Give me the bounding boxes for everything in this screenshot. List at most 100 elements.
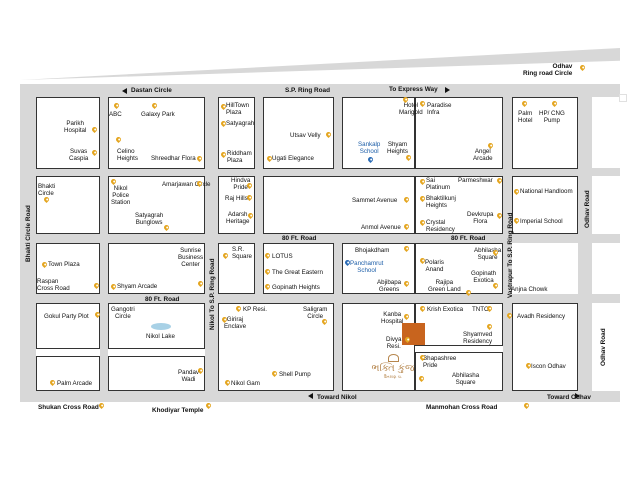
place-label: Galaxy Park — [141, 111, 175, 118]
place-label: Anmol Avenue — [361, 224, 401, 231]
place-label: LOTUS — [272, 253, 293, 260]
place-label: Shyam Heights — [387, 141, 408, 155]
place-label: Pandav Wadi — [178, 369, 199, 383]
road-label: Dastan Circle — [131, 87, 172, 94]
toward-nikol-road — [20, 391, 620, 402]
block — [415, 176, 503, 234]
block — [415, 352, 503, 391]
place-label: Anjna Chowk — [511, 286, 548, 293]
road-label: To Express Way — [389, 86, 438, 93]
place-label: Shyamved Residency — [463, 331, 493, 345]
road-label: Odhav Road — [600, 328, 607, 366]
place-label: Bhaktilkunj Heights — [426, 195, 456, 209]
place-label: Suvas Caspia — [69, 148, 89, 162]
location-pin-icon[interactable] — [578, 63, 587, 72]
road-label: Nikol To S.P. Ring Road — [209, 258, 216, 330]
block — [218, 303, 334, 391]
block — [108, 356, 205, 391]
place-label: Paradise Infra — [427, 102, 452, 116]
road-label: Khodiyar Temple — [152, 407, 204, 414]
block — [36, 176, 100, 234]
place-label: Rajipa Green Land — [428, 279, 461, 293]
place-label: Adarsh Heritage — [226, 211, 250, 225]
place-label: Bhapashree Pride — [423, 355, 457, 369]
place-label: Gopinath Exotica — [471, 270, 497, 284]
place-label: Imperial School — [520, 218, 563, 225]
block — [512, 303, 578, 391]
road-label: Odhav Road — [584, 190, 591, 228]
block — [512, 97, 578, 169]
ft80-road-mid — [20, 234, 620, 243]
block — [218, 243, 255, 294]
place-label: Ugati Elegance — [272, 155, 314, 162]
place-label: Bhojakdham — [355, 247, 390, 254]
place-label: Devkrupa Flora — [467, 211, 494, 225]
road-label: Toward Nikol — [317, 394, 357, 401]
place-label: Kanba Hospital — [381, 311, 404, 325]
place-label: Crystal Residency — [426, 219, 455, 233]
block — [36, 97, 100, 169]
place-label: HP/ CNG Pump — [539, 110, 565, 124]
road-label: Bhakti Circle Road — [25, 205, 32, 262]
place-label: Panchamrut School — [350, 260, 384, 274]
logo-mark-icon — [387, 354, 399, 362]
location-pin-icon[interactable] — [522, 401, 531, 410]
block — [36, 356, 100, 391]
sp-ring-road — [20, 84, 620, 97]
place-label: HillTown Plaza — [226, 102, 250, 116]
place-label: Divya Resi. — [386, 336, 402, 350]
place-label: Polaris Anand — [425, 259, 444, 273]
project-name: ભક્તિ કુંજ — [371, 363, 415, 374]
place-label: Parikh Hospital — [64, 120, 87, 134]
place-label: Avadh Residency — [517, 313, 566, 320]
odhav-road-band — [578, 97, 592, 397]
block — [36, 303, 100, 349]
block — [36, 243, 100, 294]
vertical-road-a — [100, 97, 108, 397]
place-label: Shell Pump — [279, 371, 311, 378]
block — [342, 303, 415, 391]
location-pin-icon[interactable] — [97, 401, 106, 410]
place-label: Gokul Party Plot — [44, 313, 89, 320]
nikol-sp-ring-road-band — [205, 97, 218, 397]
place-label: Abhilasha Square — [452, 372, 480, 386]
road-label: Shukan Cross Road — [38, 404, 99, 411]
place-label: Satyagrah Bunglows — [135, 212, 164, 226]
location-pin-icon[interactable] — [204, 401, 213, 410]
block — [108, 176, 205, 234]
place-label: Satyagrah — [226, 120, 255, 127]
place-label: Parmeshwar — [458, 177, 493, 184]
place-label: Sai Platinum — [426, 177, 451, 191]
road-label: 80 Ft. Road — [145, 296, 180, 303]
place-label: TNTC — [472, 306, 489, 313]
road-label: Odhav Ring road Circle — [523, 63, 573, 77]
block — [342, 243, 415, 294]
block — [218, 176, 255, 234]
place-label: Giriraj Enclave — [224, 316, 247, 330]
place-label: Sunrise Business Center — [178, 247, 204, 268]
place-label: Riddham Plaza — [227, 150, 252, 164]
project-logo: ભક્તિ કુંજ ઉતરાણ ચ. — [368, 354, 418, 380]
vertical-road-c — [334, 97, 342, 397]
place-label: S.R. Square — [232, 246, 252, 260]
place-label: Gopinath Heights — [272, 284, 320, 291]
road-label: Toward Odhav — [547, 394, 591, 401]
ft80-road-lower — [20, 294, 620, 303]
arrow-right-icon — [575, 393, 580, 399]
place-label: Abhilasha Square — [474, 247, 502, 261]
arrow-left-icon — [122, 88, 127, 94]
place-label: Nikol Gam — [231, 380, 260, 387]
place-label: Sankalp School — [358, 141, 381, 155]
place-label: Saligram Circle — [303, 306, 328, 320]
place-label: National Handloom — [520, 188, 573, 195]
place-label: Angel Arcade — [473, 148, 493, 162]
block — [108, 243, 205, 294]
block — [263, 176, 415, 234]
place-label: Raspan Cross Road — [37, 278, 70, 292]
block — [263, 97, 334, 169]
place-label: Hotel Marigold — [399, 102, 423, 116]
place-label: Palm Arcade — [57, 380, 93, 387]
block — [415, 97, 503, 169]
place-label: Krish Exotica — [427, 306, 464, 313]
